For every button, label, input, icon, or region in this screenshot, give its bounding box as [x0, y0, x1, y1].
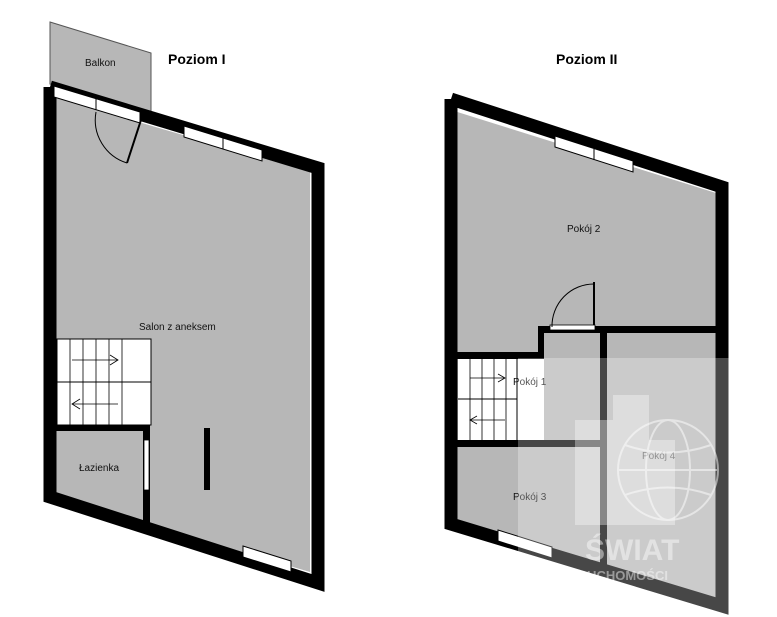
level-2-stairs-lines	[458, 358, 518, 440]
kitchen-counter	[204, 428, 210, 490]
room-4-label: Pokój 4	[642, 451, 676, 462]
watermark-brand-line2: NIERUCHOMOŚCI	[556, 568, 668, 583]
level-2-title: Poziom II	[556, 51, 617, 67]
level-1-plan: Poziom I Balkon Salon z aneksem Łazienka	[43, 21, 325, 592]
level-2-floor	[451, 110, 716, 600]
room-2-label: Pokój 2	[567, 224, 601, 235]
level-2-interior-walls	[451, 326, 722, 574]
level-2-window-bottom	[497, 529, 553, 559]
room-3-label: Pokój 3	[513, 492, 547, 503]
balcony-label: Balkon	[85, 58, 116, 69]
level-1-floor	[56, 98, 310, 572]
level-1-stairs	[56, 338, 152, 426]
room-2-door	[549, 282, 596, 331]
level-2-outer-wall	[444, 92, 729, 615]
balcony-door	[94, 111, 142, 164]
room-1-label: Pokój 1	[513, 377, 547, 388]
bathroom-walls	[50, 425, 150, 525]
watermark-logo: ŚWIAT NIERUCHOMOŚCI	[518, 358, 777, 617]
level-1-window-bottom	[242, 545, 292, 573]
watermark-brand-line1: ŚWIAT	[585, 533, 679, 567]
level-1-window-top-right	[183, 125, 263, 162]
level-2-window-top	[554, 135, 634, 173]
living-room-label: Salon z aneksem	[139, 322, 216, 333]
bathroom-label: Łazienka	[79, 463, 119, 474]
level-2-plan: Poziom II Pokój 2 Pokój 1 Pokój 4 Pokój …	[444, 51, 729, 615]
level-1-title: Poziom I	[168, 51, 226, 67]
